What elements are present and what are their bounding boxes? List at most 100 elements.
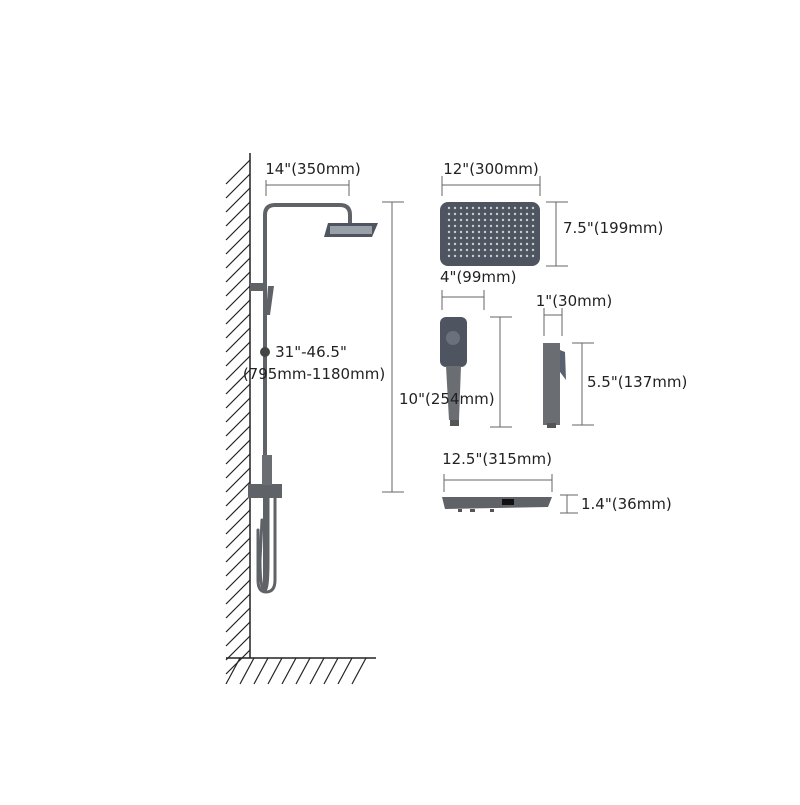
- nozzle-dot: [471, 218, 475, 222]
- nozzle-dot: [471, 254, 475, 258]
- nozzle-dot: [513, 212, 517, 216]
- nozzle-dot: [465, 224, 469, 228]
- nozzle-dot: [531, 230, 535, 234]
- nozzle-dot: [477, 230, 481, 234]
- nozzle-dot: [459, 248, 463, 252]
- nozzle-dot: [525, 230, 529, 234]
- nozzle-dot: [477, 248, 481, 252]
- wall-hatch-line: [225, 509, 251, 535]
- wall-hatch-line: [225, 565, 251, 591]
- nozzle-dot: [495, 206, 499, 210]
- wall-hatch-line: [225, 397, 251, 423]
- floor-hatch-line: [253, 657, 269, 685]
- nozzle-dot: [501, 224, 505, 228]
- nozzle-dot: [489, 224, 493, 228]
- wall-hatch-line: [225, 243, 251, 269]
- nozzle-dot: [525, 218, 529, 222]
- nozzle-dot: [525, 236, 529, 240]
- wall-hatch-line: [225, 327, 251, 353]
- wall-hatch-line: [225, 495, 251, 521]
- nozzle-dot: [459, 254, 463, 258]
- wall-hatch-line: [225, 215, 251, 241]
- nozzle-dot: [513, 206, 517, 210]
- nozzle-dot: [465, 206, 469, 210]
- nozzle-dot: [531, 218, 535, 222]
- nozzle-dot: [531, 242, 535, 246]
- nozzle-dot: [501, 206, 505, 210]
- nozzle-dot: [489, 218, 493, 222]
- nozzle-dot: [507, 224, 511, 228]
- floor-hatch-line: [295, 657, 311, 685]
- nozzle-dot: [459, 212, 463, 216]
- nozzle-dot: [519, 218, 523, 222]
- head-width-label: 12"(300mm): [443, 160, 539, 178]
- wall-hatch-line: [225, 551, 251, 577]
- nozzle-dot: [453, 242, 457, 246]
- wall-hatch-line: [225, 411, 251, 437]
- nozzle-dot: [513, 254, 517, 258]
- wall-hatch-line: [225, 481, 251, 507]
- nozzle-dot: [483, 254, 487, 258]
- wall-hatch-line: [225, 425, 251, 451]
- nozzle-dot: [447, 248, 451, 252]
- hand-side-width-label: 1"(30mm): [536, 292, 612, 310]
- nozzle-dot: [531, 254, 535, 258]
- nozzle-dot: [447, 254, 451, 258]
- nozzle-dot: [459, 230, 463, 234]
- nozzle-dot: [483, 212, 487, 216]
- nozzle-dot: [465, 254, 469, 258]
- nozzle-dot: [471, 236, 475, 240]
- arm-length-label: 14"(350mm): [265, 160, 361, 178]
- nozzle-dot: [525, 242, 529, 246]
- nozzle-dot: [489, 206, 493, 210]
- wall-hatch-line: [225, 523, 251, 549]
- nozzle-dot: [459, 218, 463, 222]
- nozzle-dot: [447, 230, 451, 234]
- nozzle-dot: [453, 236, 457, 240]
- nozzle-dot: [513, 218, 517, 222]
- nozzle-dot: [465, 248, 469, 252]
- nozzle-dot: [489, 254, 493, 258]
- nozzle-dot: [495, 242, 499, 246]
- nozzle-dot: [447, 206, 451, 210]
- nozzle-dot: [507, 242, 511, 246]
- nozzle-dot: [513, 248, 517, 252]
- nozzle-dot: [531, 236, 535, 240]
- nozzle-dot: [459, 236, 463, 240]
- nozzle-dot: [471, 206, 475, 210]
- wall-hatch-line: [225, 159, 251, 185]
- floor-hatch-line: [281, 657, 297, 685]
- nozzle-dot: [465, 218, 469, 222]
- nozzle-dot: [459, 224, 463, 228]
- nozzle-dot: [507, 248, 511, 252]
- nozzle-dot: [453, 224, 457, 228]
- nozzle-dot: [459, 242, 463, 246]
- nozzle-dot: [501, 218, 505, 222]
- nozzle-dot: [525, 224, 529, 228]
- nozzle-dot: [501, 242, 505, 246]
- nozzle-dot: [501, 212, 505, 216]
- floor-hatch-line: [225, 657, 241, 685]
- nozzle-dot: [453, 218, 457, 222]
- nozzle-dot: [489, 248, 493, 252]
- wall-hatch-line: [225, 593, 251, 619]
- nozzle-dot: [447, 236, 451, 240]
- wall-hatch-line: [225, 621, 251, 647]
- shelf-width-label: 12.5"(315mm): [442, 450, 552, 468]
- nozzle-dot: [477, 236, 481, 240]
- nozzle-dot: [507, 218, 511, 222]
- nozzle-dot: [495, 230, 499, 234]
- wall-hatch-line: [225, 635, 251, 661]
- shower-column: [248, 203, 378, 594]
- wall-hatch-line: [225, 313, 251, 339]
- nozzle-dot: [525, 206, 529, 210]
- nozzle-dot: [453, 206, 457, 210]
- nozzle-dot: [453, 248, 457, 252]
- nozzle-dot: [495, 218, 499, 222]
- nozzle-dot: [483, 218, 487, 222]
- nozzle-dot: [483, 206, 487, 210]
- nozzle-dot: [519, 224, 523, 228]
- height-range-in-label: 31"-46.5": [275, 343, 347, 361]
- nozzle-dot: [531, 224, 535, 228]
- floor-hatch-line: [267, 657, 283, 685]
